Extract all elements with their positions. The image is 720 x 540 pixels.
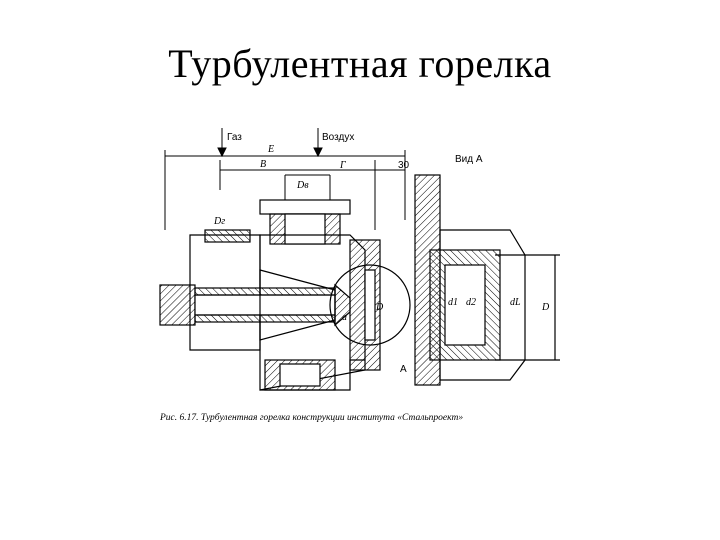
label-D-right: D (541, 302, 550, 313)
label-30: 30 (398, 160, 410, 171)
view-a-title: Вид А (455, 154, 483, 165)
slide-title: Турбулентная горелка (168, 41, 552, 86)
figure-caption: Рис. 6.17. Турбулентная горелка конструк… (159, 412, 463, 423)
label-gas: Газ (227, 132, 242, 143)
burner-drawing: Газ Воздух Е В Г 30 Вид А Dв Dг D a А d1… (150, 120, 580, 435)
label-E: Е (267, 144, 274, 155)
label-dL: dL (510, 297, 521, 308)
burner-body (189, 229, 366, 391)
label-d2: d2 (466, 297, 476, 308)
gas-arrow (217, 128, 227, 158)
label-A: А (400, 364, 407, 375)
outlet-section (329, 239, 411, 371)
label-d1: d1 (448, 297, 458, 308)
label-a: a (342, 312, 347, 323)
dimension-lines (164, 150, 406, 230)
label-air: Воздух (322, 132, 354, 143)
label-D: D (375, 302, 384, 313)
label-Db: Dв (296, 180, 309, 191)
air-arrow (313, 128, 323, 158)
view-a (414, 174, 560, 386)
label-B: В (260, 159, 266, 170)
label-G: Г (339, 160, 346, 171)
air-inlet (259, 199, 351, 245)
label-Dg: Dг (213, 216, 225, 227)
gas-nozzle (159, 269, 351, 341)
